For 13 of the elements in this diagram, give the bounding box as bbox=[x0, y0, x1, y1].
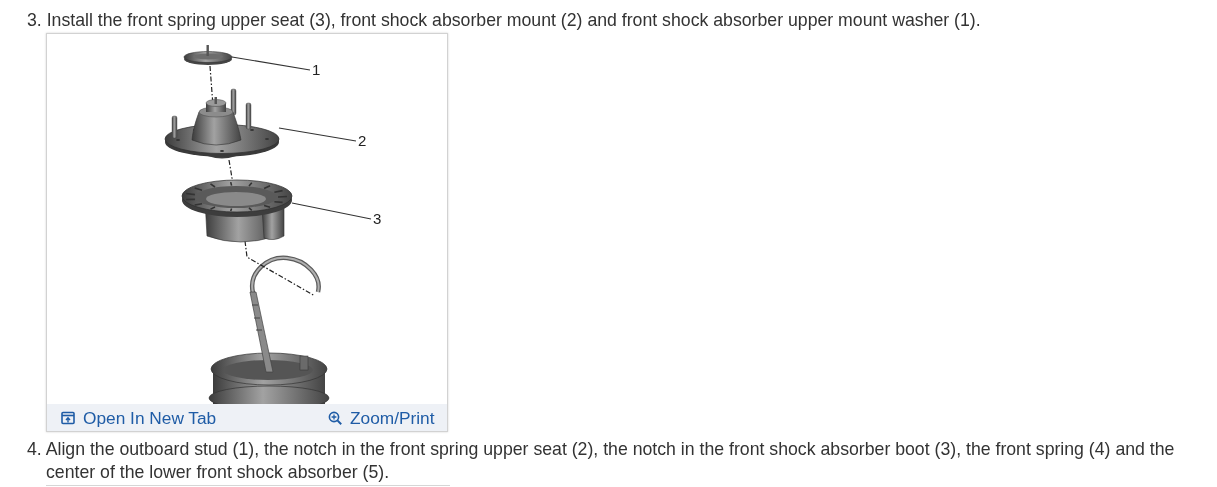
callout-number: 3 bbox=[373, 211, 382, 227]
callout-number: 1 bbox=[312, 62, 321, 78]
leader-line bbox=[278, 127, 357, 142]
zoom-print-link: Zoom/Print bbox=[328, 408, 435, 428]
upper-mount-washer bbox=[183, 45, 233, 65]
spring-upper-seat bbox=[181, 179, 293, 243]
open-in-new-tab-link: Open In New Tab bbox=[61, 408, 217, 428]
shock-absorber-mount bbox=[164, 88, 280, 159]
instruction-text: 3. Install the front spring upper seat (3), front shock absorber mount (2) and front shock absorber upper mount washer (1). bbox=[27, 9, 982, 32]
leader-line bbox=[231, 56, 311, 71]
leader-line bbox=[291, 202, 372, 220]
callout-number: 2 bbox=[358, 133, 367, 149]
instruction-text: 4. Align the outboard stud (1), the notch in the front spring upper seat (2), the notch in the front shock absorber boot (3), the front spring (4) and the center of the lower front shock absorber (5). bbox=[27, 438, 1176, 484]
